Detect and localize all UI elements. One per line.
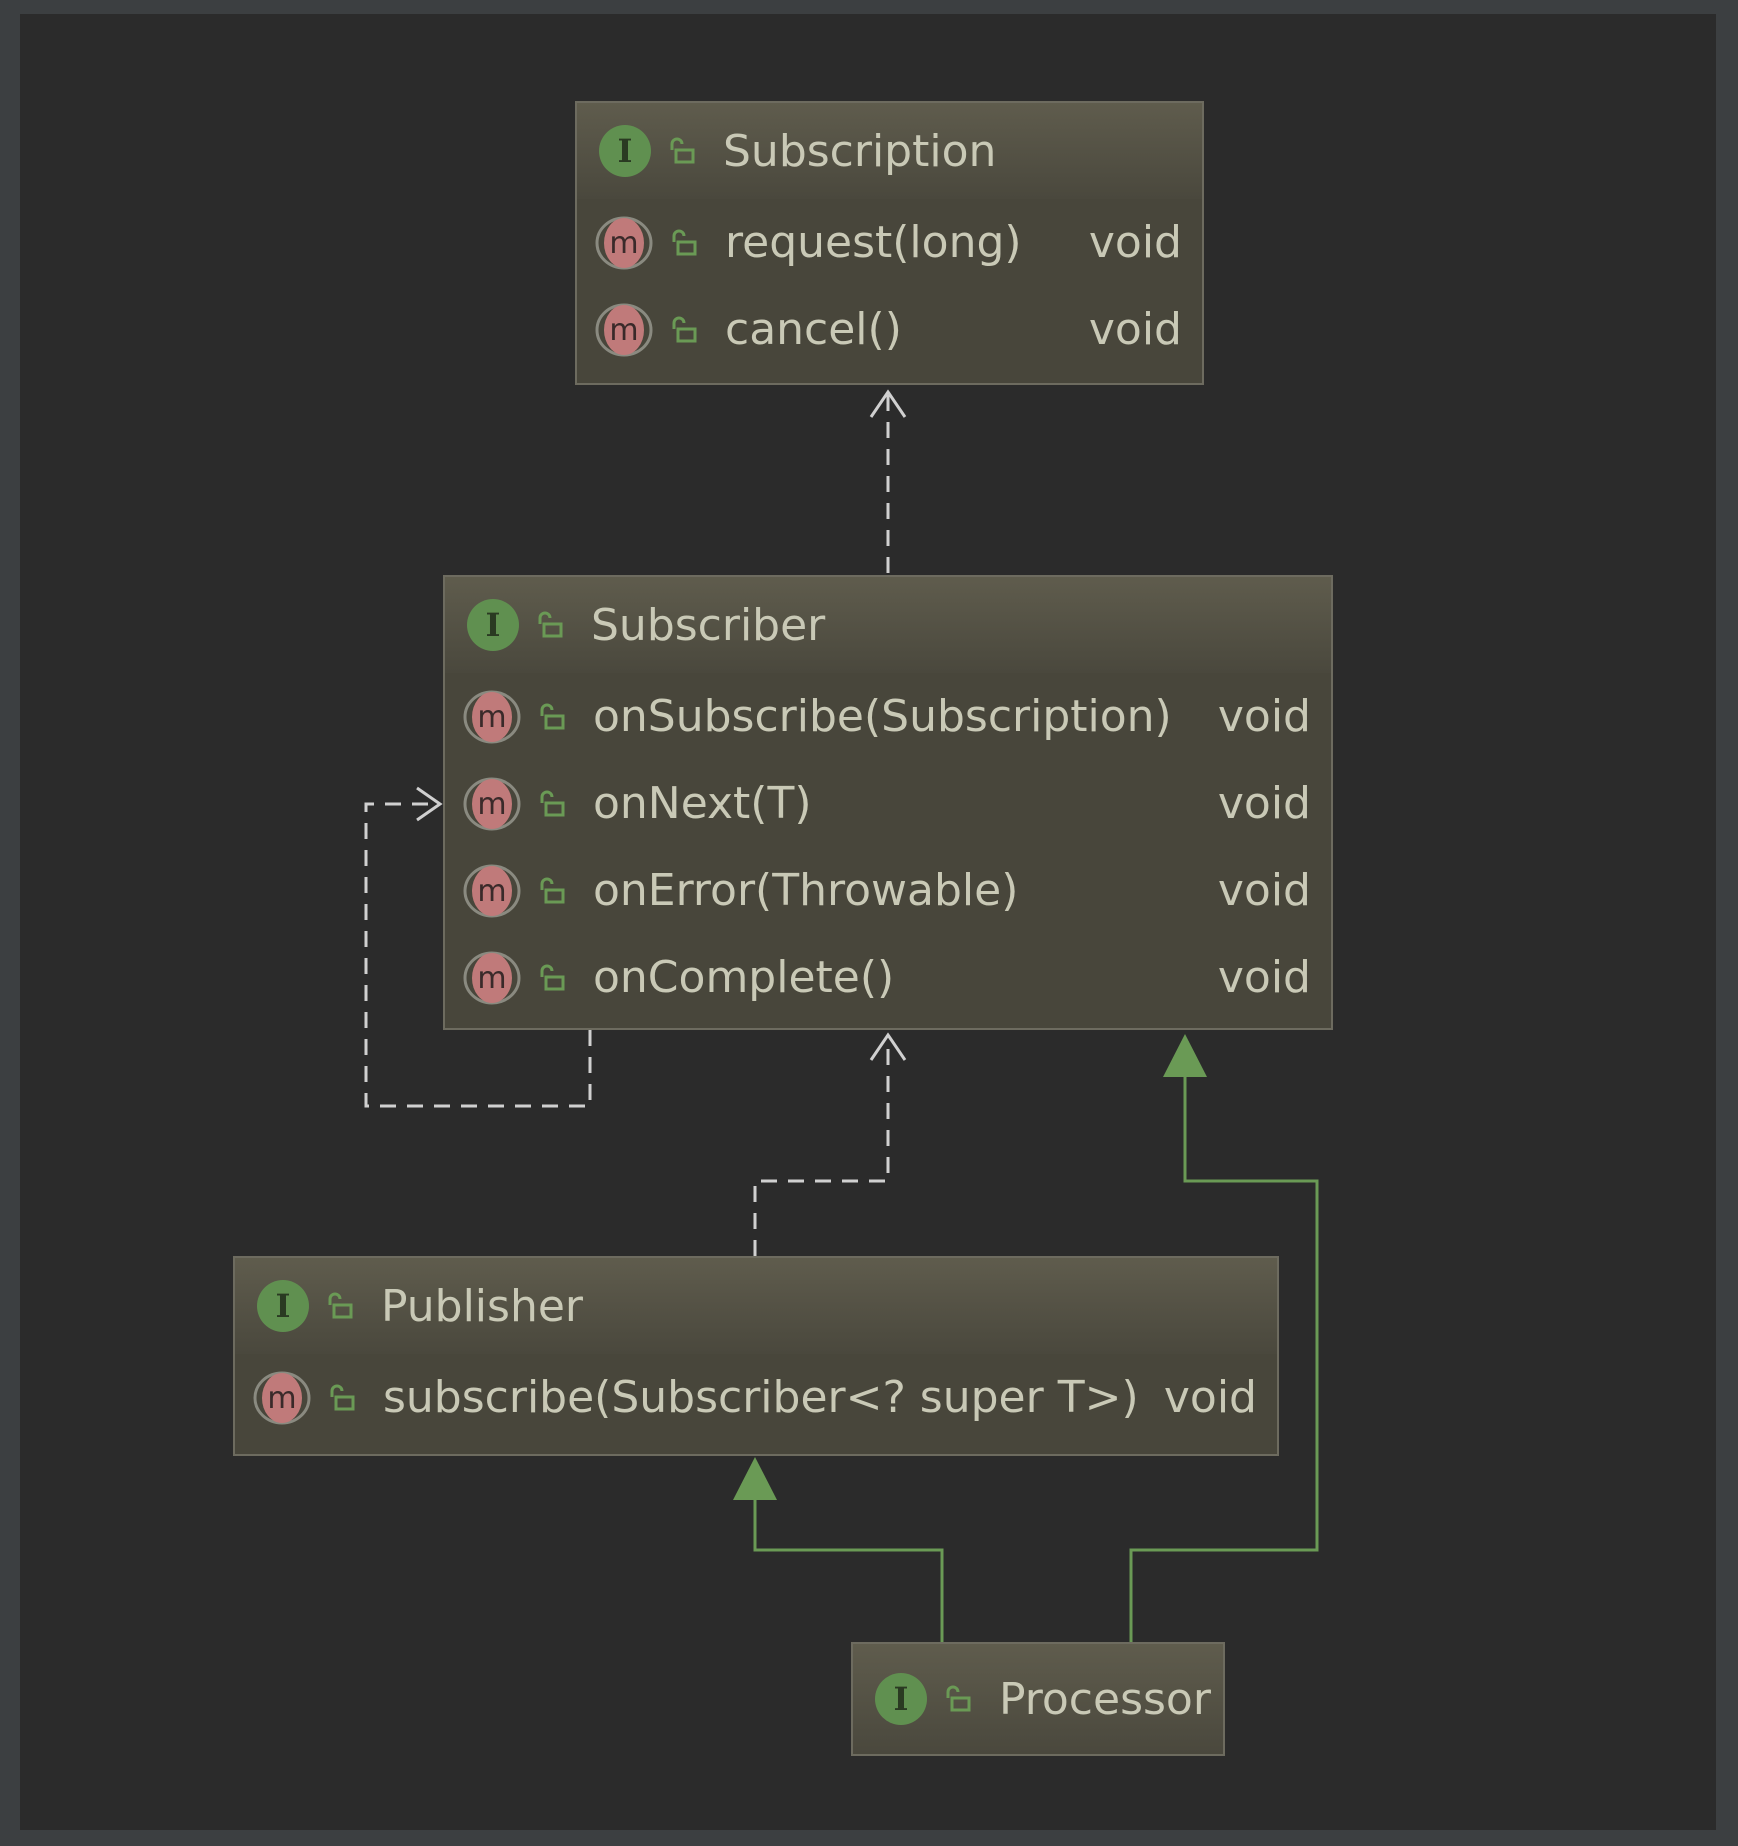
public-lock-icon (540, 703, 565, 729)
member-row[interactable]: m onSubscribe(Subscription) void (445, 673, 1331, 760)
edge-processor-to-publisher (753, 1500, 944, 1642)
svg-text:m: m (477, 787, 506, 822)
member-row[interactable]: m onComplete() void (445, 934, 1331, 1021)
member-name: subscribe(Subscriber<? super T>) (383, 1372, 1139, 1423)
public-lock-icon (540, 790, 565, 816)
member-type: void (1217, 778, 1311, 829)
public-lock-icon (330, 1384, 355, 1410)
method-icon: m (595, 216, 653, 269)
node-subscriber[interactable]: I Subscriber m onSubscribe(Subscription)… (443, 575, 1333, 1030)
node-title: Processor (999, 1673, 1211, 1725)
svg-text:m: m (609, 226, 638, 261)
node-publisher[interactable]: I Publisher m subscribe(Subscriber<? sup… (233, 1256, 1279, 1456)
public-lock-icon (538, 611, 563, 638)
arrowhead-subscriber-from-publisher (869, 1032, 907, 1061)
arrowhead-publisher-inheritance (733, 1457, 777, 1500)
member-name: onComplete() (593, 952, 895, 1003)
member-name: onNext(T) (593, 778, 812, 829)
node-title: Subscriber (591, 599, 826, 651)
public-lock-icon (328, 1292, 353, 1319)
svg-text:m: m (477, 874, 506, 909)
member-row[interactable]: m onNext(T) void (445, 760, 1331, 847)
member-name: cancel() (725, 304, 902, 355)
node-title: Publisher (381, 1280, 583, 1332)
svg-text:m: m (477, 700, 506, 735)
method-icon: m (595, 303, 653, 356)
member-row[interactable]: m request(long) void (577, 199, 1202, 286)
arrowhead-subscriber-inheritance (1163, 1034, 1207, 1077)
method-icon: m (253, 1371, 311, 1424)
node-processor[interactable]: I Processor (851, 1642, 1225, 1756)
svg-text:m: m (609, 313, 638, 348)
member-name: onSubscribe(Subscription) (593, 691, 1172, 742)
member-name: onError(Throwable) (593, 865, 1019, 916)
node-title: Subscription (723, 125, 997, 177)
interface-icon: I (467, 599, 519, 651)
member-type: void (1217, 691, 1311, 742)
member-row[interactable]: m subscribe(Subscriber<? super T>) void (235, 1354, 1277, 1441)
member-type: void (1217, 865, 1311, 916)
arrowhead-subscription (869, 389, 907, 418)
public-lock-icon (670, 137, 695, 164)
member-type: void (1088, 217, 1182, 268)
method-icon: m (463, 864, 521, 917)
public-lock-icon (672, 229, 697, 255)
node-header: I Subscriber (445, 577, 1331, 673)
member-type: void (1217, 952, 1311, 1003)
interface-icon: I (599, 125, 651, 177)
public-lock-icon (540, 964, 565, 990)
public-lock-icon (946, 1685, 971, 1712)
interface-icon: I (875, 1673, 927, 1725)
edge-processor-to-subscriber (1129, 1075, 1319, 1642)
member-type: void (1163, 1372, 1257, 1423)
public-lock-icon (672, 316, 697, 342)
edge-subscriber-self-loop (364, 802, 592, 1108)
arrowhead-subscriber-self (416, 786, 443, 822)
node-subscription[interactable]: I Subscription m request(long) void m ca… (575, 101, 1204, 385)
edge-publisher-to-subscriber (753, 1038, 890, 1256)
node-header: I Processor (853, 1644, 1223, 1754)
interface-icon: I (257, 1280, 309, 1332)
member-name: request(long) (725, 217, 1022, 268)
svg-text:m: m (267, 1381, 296, 1416)
node-header: I Subscription (577, 103, 1202, 199)
member-row[interactable]: m onError(Throwable) void (445, 847, 1331, 934)
public-lock-icon (540, 877, 565, 903)
method-icon: m (463, 777, 521, 830)
node-header: I Publisher (235, 1258, 1277, 1354)
method-icon: m (463, 690, 521, 743)
member-type: void (1088, 304, 1182, 355)
method-icon: m (463, 951, 521, 1004)
svg-text:m: m (477, 961, 506, 996)
member-row[interactable]: m cancel() void (577, 286, 1202, 373)
